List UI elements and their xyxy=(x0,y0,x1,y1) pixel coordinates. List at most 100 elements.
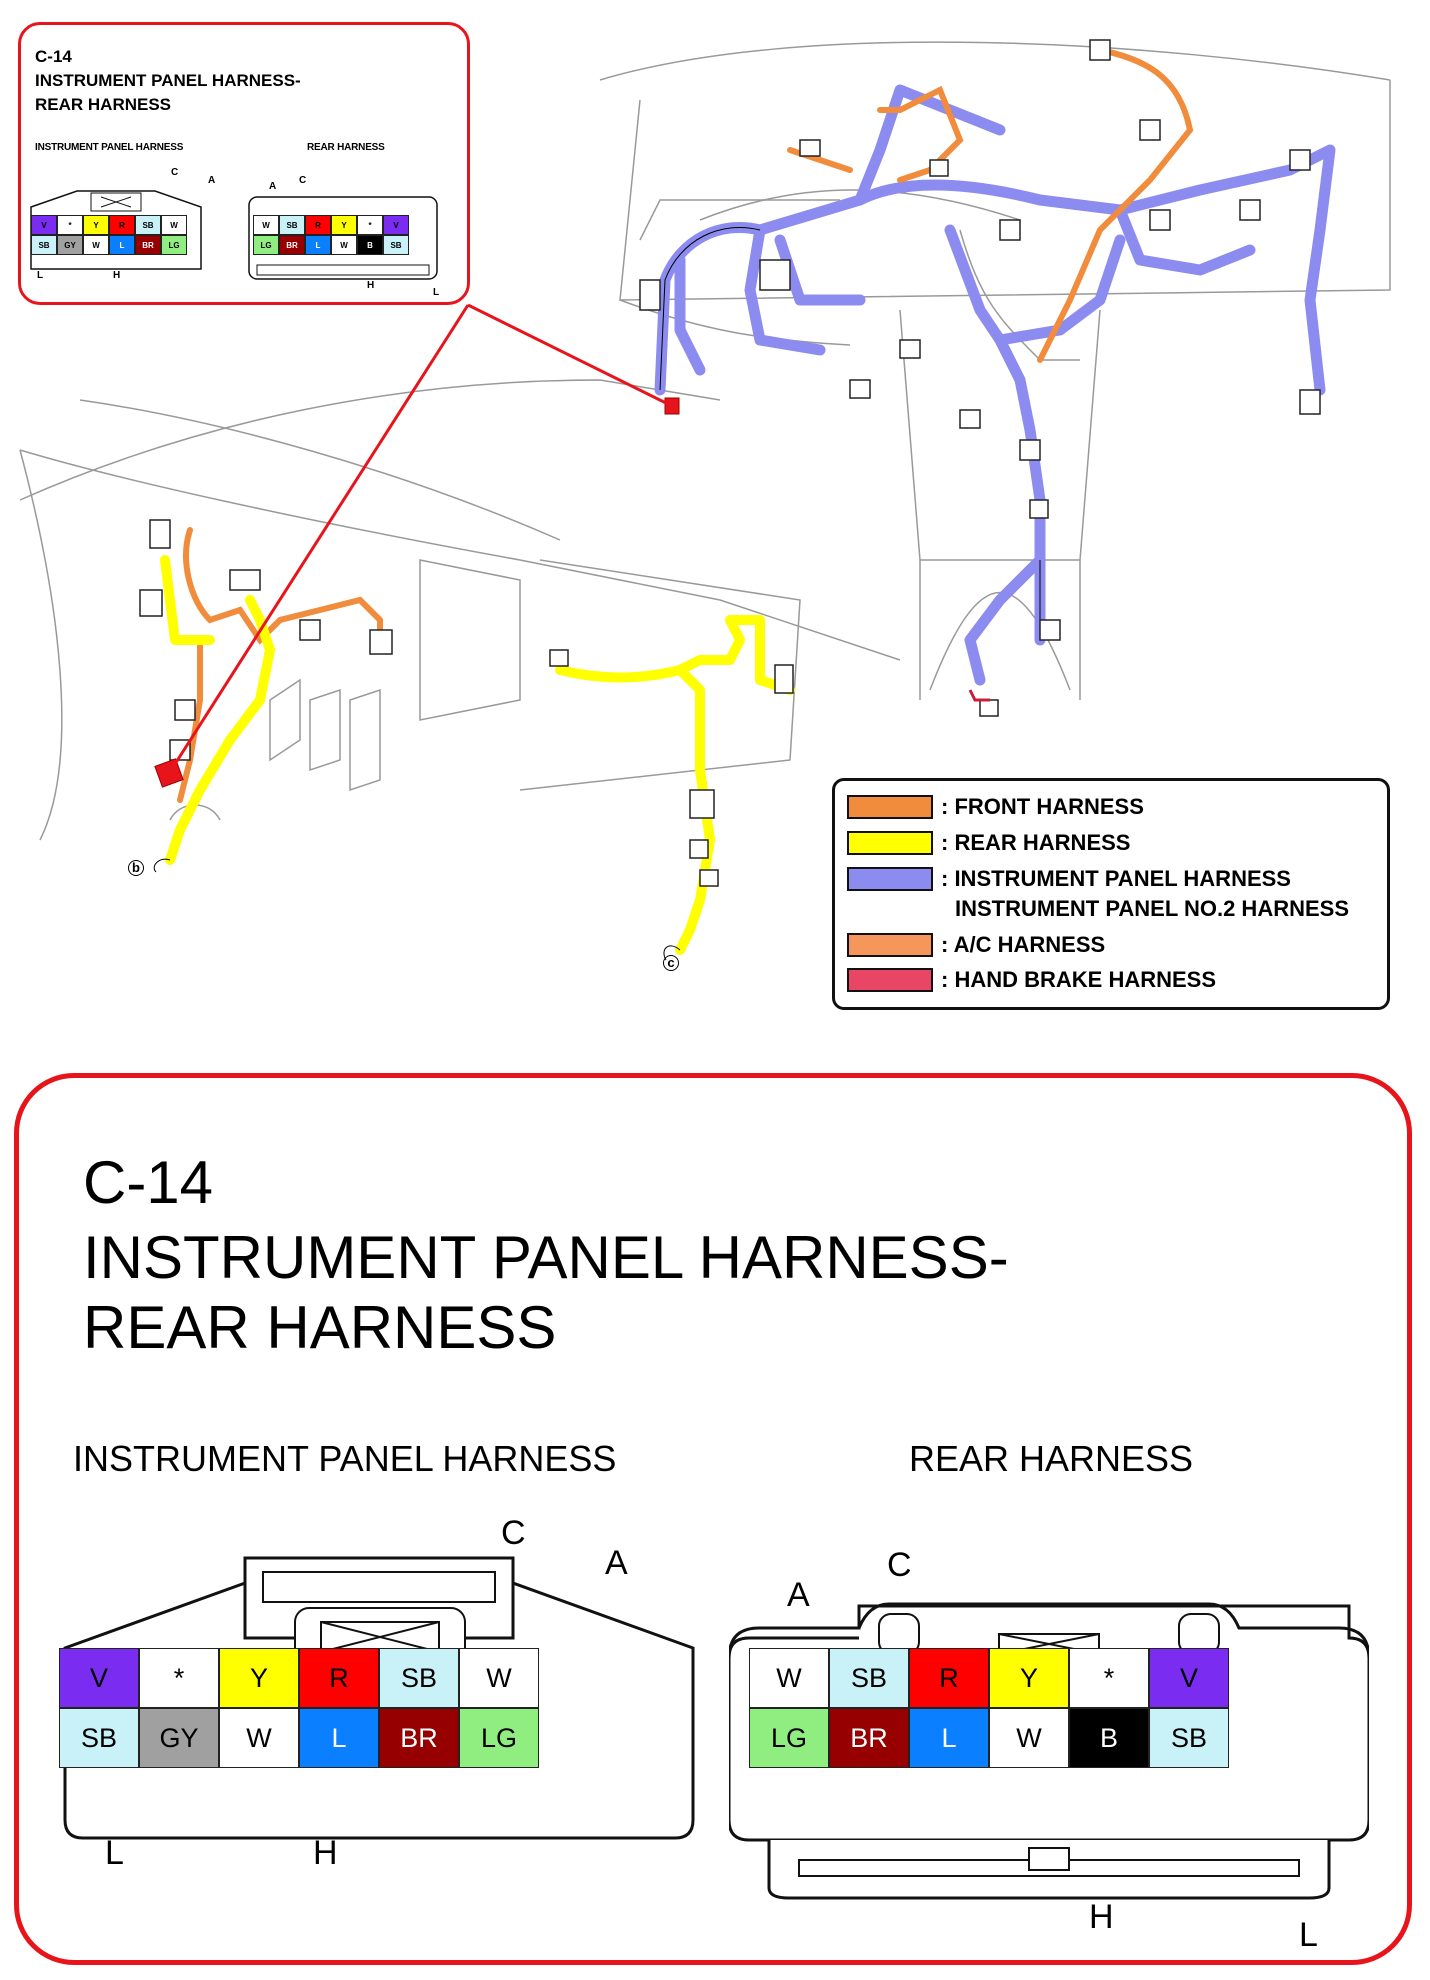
rear-pin-bottom-2: BR xyxy=(829,1708,909,1768)
inset-ip-pin-top-2: * xyxy=(57,215,83,235)
rear-pin-top-4: Y xyxy=(989,1648,1069,1708)
rear-pin-top-6: V xyxy=(1149,1648,1229,1708)
marker-c: c xyxy=(663,955,679,971)
callout-leader-left xyxy=(166,304,470,776)
legend-swatch-hand-brake xyxy=(847,968,933,992)
rear-letter-c: C xyxy=(887,1546,912,1584)
ip-pin-bottom-4: L xyxy=(299,1708,379,1768)
inset-rear-letter-c: C xyxy=(299,175,307,186)
harness-legend: : FRONT HARNESS : REAR HARNESS : INSTRUM… xyxy=(832,778,1390,1010)
inset-rear-pin-bottom-2: BR xyxy=(279,235,305,255)
inset-rear-pin-top-4: Y xyxy=(331,215,357,235)
legend-label-ip-no2: INSTRUMENT PANEL NO.2 HARNESS xyxy=(955,896,1350,921)
ip-pin-bottom-2: GY xyxy=(139,1708,219,1768)
inset-ip-pin-bottom-3: W xyxy=(83,235,109,255)
ip-pin-top-1: V xyxy=(59,1648,139,1708)
inset-rear-label: REAR HARNESS xyxy=(307,142,385,153)
inset-title-line2: REAR HARNESS xyxy=(35,95,172,114)
legend-label-ac: : A/C HARNESS xyxy=(941,932,1106,957)
ip-letter-l: L xyxy=(105,1834,124,1872)
inset-rear-pin-top-5: * xyxy=(357,215,383,235)
inset-ip-label: INSTRUMENT PANEL HARNESS xyxy=(35,142,184,153)
inset-ip-pin-top-3: Y xyxy=(83,215,109,235)
rear-pin-bottom-3: L xyxy=(909,1708,989,1768)
detail-rear-label: REAR HARNESS xyxy=(909,1438,1194,1479)
ip-pin-top-5: SB xyxy=(379,1648,459,1708)
legend-label-front: : FRONT HARNESS xyxy=(941,794,1144,819)
legend-label-ip: : INSTRUMENT PANEL HARNESS xyxy=(941,866,1291,891)
inset-ip-pin-bottom-6: LG xyxy=(161,235,187,255)
legend-swatch-ac xyxy=(847,933,933,957)
legend-swatch-ip xyxy=(847,867,933,891)
ip-letter-a: A xyxy=(605,1544,628,1582)
inset-rear-pin-bottom-6: SB xyxy=(383,235,409,255)
hand-brake-lines xyxy=(968,689,990,702)
rear-pin-top-1: W xyxy=(749,1648,829,1708)
inset-ip-pin-bottom-1: SB xyxy=(31,235,57,255)
ip-pin-bottom-1: SB xyxy=(59,1708,139,1768)
inset-callout: C-14 INSTRUMENT PANEL HARNESS- REAR HARN… xyxy=(18,22,470,305)
inset-ip-pin-bottom-4: L xyxy=(109,235,135,255)
inset-ip-letter-c: C xyxy=(171,167,179,178)
legend-swatch-rear xyxy=(847,831,933,855)
ip-pin-top-4: R xyxy=(299,1648,379,1708)
rear-pin-top-2: SB xyxy=(829,1648,909,1708)
inset-rear-pin-top-3: R xyxy=(305,215,331,235)
ip-pin-top-6: W xyxy=(459,1648,539,1708)
legend-label-rear: : REAR HARNESS xyxy=(941,830,1131,855)
inset-rear-pin-top-6: V xyxy=(383,215,409,235)
inset-ip-pin-top-1: V xyxy=(31,215,57,235)
inset-rear-pin-bottom-1: LG xyxy=(253,235,279,255)
ip-letter-h: H xyxy=(313,1834,338,1872)
dashboard-outline xyxy=(19,41,1391,841)
rear-harness-lines xyxy=(160,555,795,955)
rear-letter-l: L xyxy=(1299,1916,1318,1954)
inset-rear-pin-top-1: W xyxy=(253,215,279,235)
rear-pin-top-3: R xyxy=(909,1648,989,1708)
ip-connector-housing xyxy=(63,1556,695,1840)
legend-label-hand-brake: : HAND BRAKE HARNESS xyxy=(941,967,1217,992)
detail-ip-label: INSTRUMENT PANEL HARNESS xyxy=(73,1438,617,1479)
inset-ip-pin-bottom-2: GY xyxy=(57,235,83,255)
connector-boxes xyxy=(139,39,1321,887)
rear-letter-h: H xyxy=(1089,1898,1114,1936)
rear-pin-bottom-6: SB xyxy=(1149,1708,1229,1768)
marker-b: b xyxy=(128,860,144,876)
inset-rear-pin-bottom-5: B xyxy=(357,235,383,255)
inset-title-line1: INSTRUMENT PANEL HARNESS- xyxy=(35,71,301,90)
connector-detail-panel: C-14 INSTRUMENT PANEL HARNESS- REAR HARN… xyxy=(14,1073,1412,1965)
ip-letter-c: C xyxy=(501,1514,526,1552)
inset-rear-pin-top-2: SB xyxy=(279,215,305,235)
detail-code: C-14 xyxy=(83,1149,214,1216)
ip-pin-bottom-6: LG xyxy=(459,1708,539,1768)
callout-leader-right xyxy=(467,303,673,408)
detail-title-line1: INSTRUMENT PANEL HARNESS- xyxy=(83,1224,1009,1291)
inset-rear-pin-bottom-3: L xyxy=(305,235,331,255)
inset-ip-pin-top-4: R xyxy=(109,215,135,235)
inset-ip-pin-top-6: W xyxy=(161,215,187,235)
ip-pin-top-2: * xyxy=(139,1648,219,1708)
inset-rear-letter-a: A xyxy=(269,181,277,192)
inset-code: C-14 xyxy=(35,47,72,66)
rear-pin-bottom-5: B xyxy=(1069,1708,1149,1768)
inset-rear-letter-l: L xyxy=(433,287,440,298)
ip-pin-bottom-3: W xyxy=(219,1708,299,1768)
legend-swatch-front xyxy=(847,795,933,819)
inset-ip-letter-l: L xyxy=(37,270,44,281)
inset-rear-letter-h: H xyxy=(367,280,375,291)
rear-pin-bottom-4: W xyxy=(989,1708,1069,1768)
ip-harness-lines xyxy=(654,84,1336,686)
inset-ip-pin-bottom-5: BR xyxy=(135,235,161,255)
rear-pin-top-5: * xyxy=(1069,1648,1149,1708)
inset-ip-letter-a: A xyxy=(208,175,216,186)
wiring-illustration xyxy=(19,39,1391,961)
ip-pin-bottom-5: BR xyxy=(379,1708,459,1768)
detail-title-line2: REAR HARNESS xyxy=(83,1294,557,1361)
ip-pin-top-3: Y xyxy=(219,1648,299,1708)
rear-pin-bottom-1: LG xyxy=(749,1708,829,1768)
rear-letter-a: A xyxy=(787,1576,810,1614)
